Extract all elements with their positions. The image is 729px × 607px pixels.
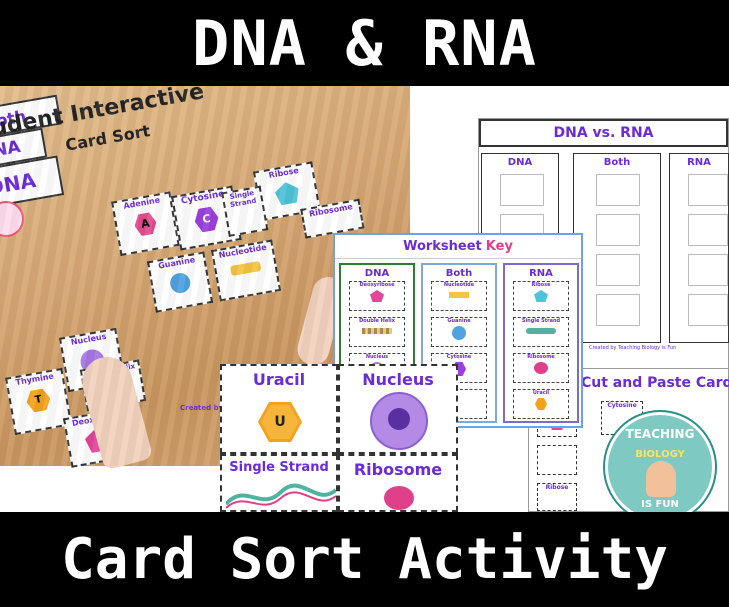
worksheet-col-rna: RNA <box>669 153 729 343</box>
label-both: Both <box>0 94 62 144</box>
key-col-dna-label: DNA <box>364 268 390 279</box>
card-ribose: Ribose <box>253 161 321 221</box>
key-col-rna-label: RNA <box>529 268 553 279</box>
key-title-a: Worksheet <box>403 239 482 254</box>
label-rna: RNA <box>0 127 48 173</box>
hand-left <box>76 351 154 471</box>
card-deoxyribose: Deoxyribo <box>62 407 133 468</box>
nucleotide-icon <box>230 260 262 277</box>
ribosome-icon <box>384 486 414 510</box>
photo-heading: udent Interactive <box>0 86 207 142</box>
photo-subheading: Card Sort <box>63 121 152 155</box>
worksheet-col-dna-label: DNA <box>507 157 533 168</box>
card-ribosome: Ribosome <box>338 454 458 512</box>
card-ribosome-title: Ribosome <box>353 460 443 479</box>
worksheet-col-both: Both <box>573 153 661 343</box>
product-collage: udent Interactive Card Sort Both RNA DNA… <box>0 86 729 512</box>
cut-title: Cut and Paste Card <box>581 375 729 391</box>
worksheet-key: Worksheet Key DNA Deoxyribose Double Hel… <box>333 233 583 428</box>
single-strand-icon <box>226 483 336 509</box>
worksheet-title-box: DNA vs. RNA <box>479 119 728 147</box>
label-dna: DNA <box>0 155 65 213</box>
card-nucleus: Nucleus <box>338 364 458 454</box>
uracil-letter: U <box>261 405 299 439</box>
banner-subtitle: Card Sort Activity <box>61 527 668 592</box>
key-col-rna: RNA Ribose Single Strand Ribosome Uracil <box>503 263 579 423</box>
card-single-strand-title: Single Strand <box>229 460 329 475</box>
photo-logo-partial <box>0 201 24 237</box>
card-single-strand: Single Strand <box>220 454 338 512</box>
cytosine-hex: C <box>193 206 221 234</box>
card-guanine: Guanine <box>146 251 214 313</box>
card-adenine: Adenine A <box>111 191 180 257</box>
logo-bottom-text: IS FUN <box>641 499 679 510</box>
logo-top-text: TEACHING <box>625 427 695 441</box>
ribose-pentagon-icon <box>274 180 301 206</box>
uracil-hex-icon: U <box>258 402 302 442</box>
teaching-biology-logo: TEACHING BIOLOGY IS FUN <box>605 412 715 512</box>
photo-credit: Created by <box>180 404 224 412</box>
adenine-hex: A <box>133 211 158 236</box>
top-banner: DNA & RNA <box>0 0 729 86</box>
worksheet-col-both-label: Both <box>603 157 631 168</box>
logo-mid-text: BIOLOGY <box>635 449 685 460</box>
key-col-both-label: Both <box>445 268 473 279</box>
worksheet-footer: Created by Teaching Biology is Fun <box>589 345 677 351</box>
banner-title: DNA & RNA <box>192 6 537 80</box>
cut-card-ribose: Ribose <box>537 483 577 511</box>
card-uracil-title: Uracil <box>252 370 306 389</box>
card-thymine: Thymine T <box>5 367 73 436</box>
card-nucleus-title: Nucleus <box>362 370 434 389</box>
logo-avatar-icon <box>646 461 676 497</box>
nucleus-photo-icon <box>78 347 107 376</box>
key-title-b: Key <box>485 239 513 254</box>
thymine-hex: T <box>25 388 52 414</box>
cut-card-helix <box>537 445 577 475</box>
worksheet-col-rna-label: RNA <box>687 157 711 168</box>
card-nucleus-photo: Nucleus <box>58 327 126 393</box>
key-title: Worksheet Key <box>335 235 581 259</box>
nucleus-icon <box>370 392 428 450</box>
bottom-banner: Card Sort Activity <box>0 512 729 607</box>
worksheet-title: DNA vs. RNA <box>553 125 654 141</box>
card-cytosine: Cytosine C <box>171 185 242 251</box>
card-double-helix: Double Helix <box>79 359 147 412</box>
card-uracil: Uracil U <box>220 364 338 454</box>
deoxyribose-pentagon-icon <box>83 426 113 454</box>
card-nucleotide: Nucleotide <box>210 239 282 302</box>
guanine-molecule-icon <box>168 271 192 295</box>
card-single-strand-photo: Single Strand <box>221 185 269 237</box>
